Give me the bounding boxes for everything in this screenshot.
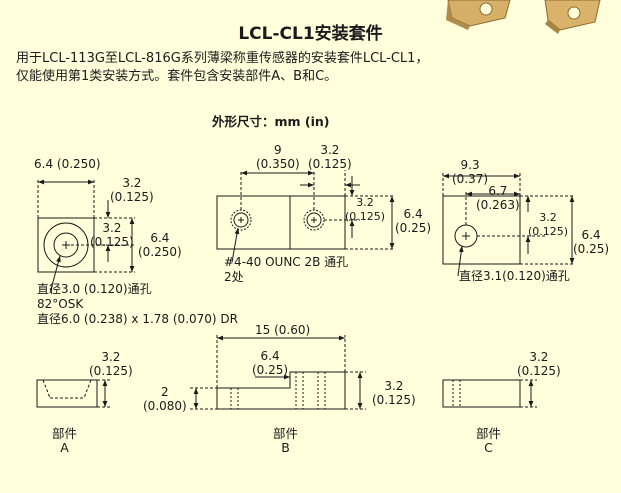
view1-note-1: 直径3.0 (0.120)通孔	[37, 282, 152, 296]
part-b-right-in: (0.125)	[372, 393, 416, 407]
part-b-left-in: (0.080)	[143, 399, 187, 413]
part-a-label: 部件 A	[52, 427, 77, 455]
view3-offset-mm: 6.7	[488, 184, 508, 198]
part-a-label-text: 部件	[52, 426, 78, 441]
view3-side-in: (0.125)	[528, 225, 569, 238]
view3-side-mm: 3.2	[539, 211, 557, 224]
view2-note-2: 2处	[224, 270, 244, 284]
view1-notes: 直径3.0 (0.120)通孔 82°OSK 直径6.0 (0.238) x 1…	[37, 282, 238, 327]
intro-text: 用于LCL-113G至LCL-816G系列薄梁称重传感器的安装套件LCL-CL1…	[16, 50, 611, 86]
view2-side-in: (0.125)	[345, 210, 386, 223]
view1-width-label: 6.4 (0.250)	[34, 157, 101, 171]
units-heading: 外形尺寸：mm (in)	[212, 114, 330, 129]
view2-side-dim: 3.2 (0.125)	[345, 196, 385, 224]
view2-height-in: (0.25)	[395, 221, 432, 235]
view2-top-mm: 3.2	[320, 143, 340, 157]
view2-note-1: #4-40 OUNC 2B 通孔	[224, 255, 349, 269]
page-title: LCL-CL1安装套件	[238, 24, 383, 44]
part-c-thk-mm: 3.2	[529, 350, 549, 364]
part-b-label-text: 部件	[273, 426, 299, 441]
view-2-drawing	[216, 170, 395, 263]
view1-hole-in: (0.125)	[90, 235, 134, 249]
view1-inner-in: (0.125)	[110, 190, 154, 204]
part-b-label: 部件 B	[273, 427, 298, 455]
part-c-label: 部件 C	[476, 427, 501, 455]
view3-width-dim: 9.3 (0.37)	[452, 158, 488, 186]
view3-height-dim: 6.4 (0.25)	[573, 228, 609, 256]
part-a-thk-in: (0.125)	[89, 364, 133, 378]
view3-height-mm: 6.4	[581, 228, 601, 242]
view1-inner-mm: 3.2	[122, 176, 142, 190]
view3-offset-dim: 6.7 (0.263)	[476, 184, 520, 212]
view1-hole-dim: 3.2 (0.125)	[90, 221, 134, 249]
view1-inner-dim: 3.2 (0.125)	[110, 176, 154, 204]
part-c-drawing	[442, 379, 537, 408]
view2-height-dim: 6.4 (0.25)	[395, 207, 431, 235]
part-a-letter: A	[60, 440, 69, 455]
view3-width-mm: 9.3	[460, 158, 480, 172]
view3-side-dim: 3.2 (0.125)	[528, 211, 568, 239]
view-1-drawing	[37, 179, 135, 294]
view1-note-2: 82°OSK	[37, 297, 84, 311]
view-3-drawing	[442, 172, 575, 277]
view2-pitch-mm: 9	[274, 143, 282, 157]
view1-hole-mm: 3.2	[102, 221, 122, 235]
part-b-step-mm: 6.4	[260, 349, 280, 363]
view3-width-in: (0.37)	[452, 172, 489, 186]
mounting-tab-photo	[446, 0, 601, 34]
view3-height-in: (0.25)	[573, 242, 610, 256]
view3-offset-in: (0.263)	[476, 198, 520, 212]
part-a-thickness-dim: 3.2 (0.125)	[89, 350, 133, 378]
part-c-thickness-dim: 3.2 (0.125)	[517, 350, 561, 378]
view1-note-3: 直径6.0 (0.238) x 1.78 (0.070) DR	[37, 312, 238, 326]
part-b-left-dim: 2 (0.080)	[143, 385, 187, 413]
view2-top-in: (0.125)	[308, 157, 352, 171]
part-a-thk-mm: 3.2	[101, 350, 121, 364]
view1-height-mm: 6.4	[150, 231, 170, 245]
view2-notes: #4-40 OUNC 2B 通孔 2处	[224, 255, 348, 285]
part-b-right-dim: 3.2 (0.125)	[372, 379, 416, 407]
view2-pitch-in: (0.350)	[256, 157, 300, 171]
view3-note: 直径3.1(0.120)通孔	[459, 269, 570, 283]
view2-pitch-dim: 9 (0.350)	[256, 143, 300, 171]
part-c-label-text: 部件	[476, 426, 502, 441]
part-b-step-in: (0.25)	[252, 363, 289, 377]
part-c-letter: C	[484, 440, 493, 455]
intro-line-2: 仅能使用第1类安装方式。套件包含安装部件A、B和C。	[16, 69, 338, 84]
part-b-left-mm: 2	[161, 385, 169, 399]
view1-height-dim: 6.4 (0.250)	[138, 231, 182, 259]
view2-top-dim: 3.2 (0.125)	[308, 143, 352, 171]
view2-height-mm: 6.4	[403, 207, 423, 221]
part-b-drawing	[190, 335, 366, 410]
part-b-step-dim: 6.4 (0.25)	[252, 349, 288, 377]
intro-line-1: 用于LCL-113G至LCL-816G系列薄梁称重传感器的安装套件LCL-CL1…	[16, 51, 429, 66]
view1-height-in: (0.250)	[138, 245, 182, 259]
view2-side-mm: 3.2	[356, 196, 374, 209]
part-b-length-dim: 15 (0.60)	[255, 323, 311, 337]
part-b-right-mm: 3.2	[384, 379, 404, 393]
part-b-letter: B	[281, 440, 290, 455]
part-a-drawing	[36, 379, 110, 408]
part-c-thk-in: (0.125)	[517, 364, 561, 378]
